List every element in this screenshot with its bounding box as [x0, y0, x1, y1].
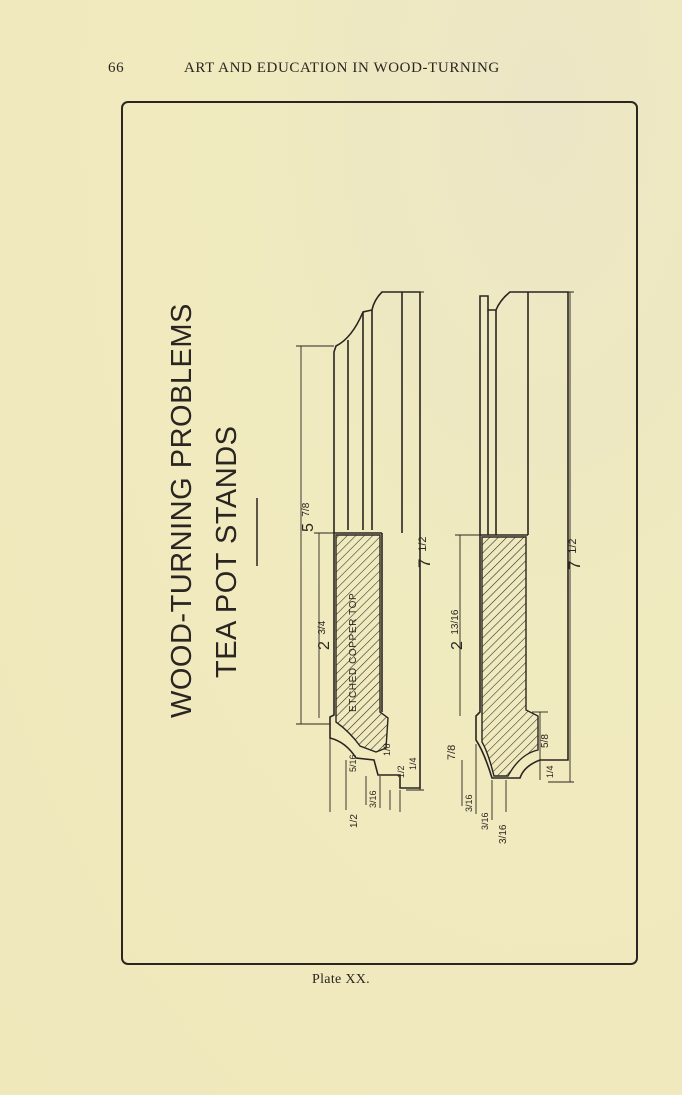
upper-dim-e: 1/2: [349, 814, 360, 828]
svg-text:2 3/4: 2 3/4: [316, 620, 333, 650]
svg-text:7 1/2: 7 1/2: [415, 537, 434, 569]
lower-stand-dimensions: [455, 291, 574, 820]
upper-stand-section: [335, 534, 389, 753]
lower-dim-b: 3/16: [464, 794, 474, 812]
upper-dim-b: 1/8: [382, 743, 392, 756]
upper-dim-a: 5/16: [348, 754, 358, 772]
svg-text:5 7/8: 5 7/8: [300, 502, 317, 532]
lower-dim-mid-whole: 2: [449, 641, 466, 650]
upper-dim-overall-frac: 1/2: [417, 537, 429, 552]
upper-stand-label: ETCHED COPPER TOP: [348, 593, 359, 712]
upper-dim-inner-frac: 7/8: [301, 502, 312, 516]
lower-stand-section: [481, 536, 539, 777]
plate-frame: [121, 101, 638, 965]
upper-dim-f: 1/4: [408, 757, 418, 770]
page-header: 66 ART AND EDUCATION IN WOOD-TURNING: [108, 60, 578, 82]
lower-dim-overall-whole: 7: [565, 561, 584, 570]
upper-dim-c: 1/2: [396, 765, 406, 778]
lower-dim-a: 7/8: [446, 745, 458, 760]
upper-stand-dimensions: [296, 291, 424, 812]
plate-caption: Plate XX.: [312, 972, 370, 987]
lower-dim-e: 5/8: [540, 734, 551, 748]
running-title: ART AND EDUCATION IN WOOD-TURNING: [184, 60, 500, 76]
plate-title-line2: TEA POT STANDS: [211, 426, 243, 678]
upper-dim-overall-whole: 7: [415, 559, 434, 568]
svg-text:2 13/16: 2 13/16: [449, 609, 466, 650]
lower-dim-c: 3/16: [480, 812, 490, 830]
lower-dim-f: 3/16: [498, 824, 509, 844]
lower-stand-drawing: [475, 291, 569, 779]
page-number: 66: [108, 60, 125, 76]
upper-dim-mid-whole: 2: [316, 641, 333, 650]
lower-dim-d: 1/4: [545, 765, 555, 778]
upper-dim-d: 3/16: [368, 790, 378, 808]
upper-dim-mid-frac: 3/4: [317, 620, 328, 634]
lower-dim-overall-frac: 1/2: [567, 539, 579, 554]
svg-text:7 1/2: 7 1/2: [565, 539, 584, 571]
upper-stand-drawing: [329, 291, 421, 789]
plate-title-line1: WOOD-TURNING PROBLEMS: [166, 303, 198, 718]
lower-dim-mid-frac: 13/16: [450, 609, 461, 634]
upper-dim-inner-whole: 5: [300, 523, 317, 532]
